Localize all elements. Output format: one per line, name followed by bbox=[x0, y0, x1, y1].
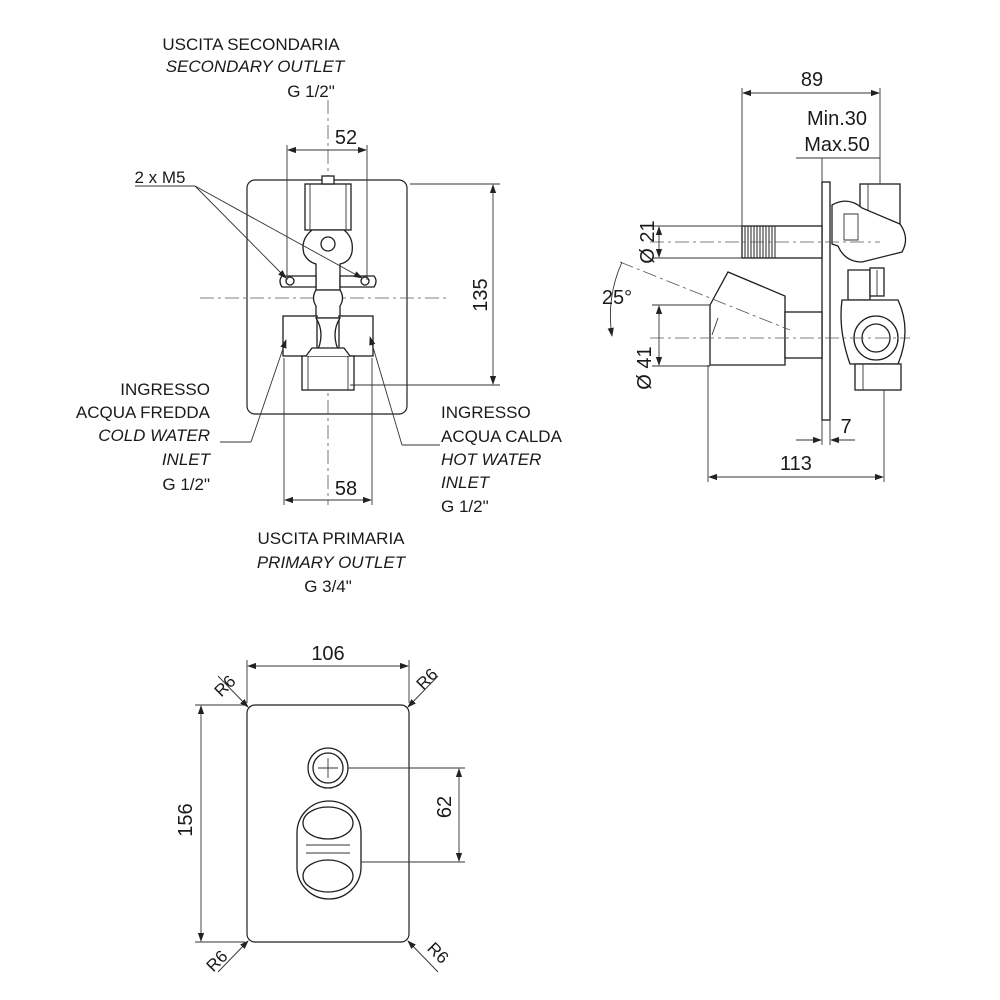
svg-text:Max.50: Max.50 bbox=[804, 134, 870, 156]
dimension-113: 113 bbox=[707, 365, 885, 482]
dimension-89: 89 bbox=[741, 69, 881, 226]
svg-text:USCITA PRIMARIA: USCITA PRIMARIA bbox=[257, 529, 405, 548]
svg-text:R6: R6 bbox=[423, 939, 452, 968]
hot-inlet-callout: INGRESSO ACQUA CALDA HOT WATER INLET G 1… bbox=[369, 336, 563, 516]
svg-text:113: 113 bbox=[780, 453, 812, 475]
svg-text:G 3/4": G 3/4" bbox=[304, 577, 352, 596]
dimension-52: 52 bbox=[286, 127, 368, 280]
screws-callout: 2 x M5 bbox=[134, 168, 363, 279]
svg-text:G 1/2": G 1/2" bbox=[441, 497, 489, 516]
diverter-button bbox=[307, 747, 349, 789]
dimension-135: 135 bbox=[350, 183, 500, 386]
svg-text:2 x M5: 2 x M5 bbox=[134, 168, 185, 187]
cold-inlet-callout: INGRESSO ACQUA FREDDA COLD WATER INLET G… bbox=[76, 339, 287, 494]
svg-text:R6: R6 bbox=[413, 665, 442, 694]
svg-text:Min.30: Min.30 bbox=[807, 108, 867, 130]
svg-text:58: 58 bbox=[335, 478, 357, 500]
primary-outlet-label: USCITA PRIMARIA PRIMARY OUTLET G 3/4" bbox=[257, 529, 407, 596]
svg-text:25°: 25° bbox=[602, 287, 632, 309]
svg-text:INGRESSO: INGRESSO bbox=[120, 380, 210, 399]
min-max-dimension: Min.30 Max.50 bbox=[796, 108, 880, 182]
dimension-156: 156 bbox=[175, 704, 245, 943]
svg-text:SECONDARY OUTLET: SECONDARY OUTLET bbox=[166, 57, 346, 76]
dimension-106: 106 bbox=[246, 643, 410, 703]
side-view: 89 Min.30 Max.50 Ø 21 25° Ø 41 bbox=[602, 69, 910, 482]
side-angle-axis bbox=[619, 261, 791, 331]
svg-text:INGRESSO: INGRESSO bbox=[441, 403, 531, 422]
svg-text:G 1/2": G 1/2" bbox=[162, 475, 210, 494]
svg-text:106: 106 bbox=[311, 643, 344, 665]
svg-text:7: 7 bbox=[840, 416, 851, 438]
svg-text:135: 135 bbox=[470, 278, 492, 311]
side-handle bbox=[709, 271, 786, 366]
secondary-outlet-label: USCITA SECONDARIA SECONDARY OUTLET G 1/2… bbox=[162, 35, 346, 101]
dimension-7: 7 bbox=[796, 416, 855, 445]
svg-text:G 1/2": G 1/2" bbox=[287, 82, 335, 101]
svg-text:HOT WATER: HOT WATER bbox=[441, 450, 541, 469]
svg-text:Ø 21: Ø 21 bbox=[637, 220, 659, 263]
svg-text:PRIMARY OUTLET: PRIMARY OUTLET bbox=[257, 553, 407, 572]
svg-text:INLET: INLET bbox=[162, 450, 212, 469]
diameter-41: Ø 41 bbox=[634, 304, 710, 390]
svg-text:62: 62 bbox=[434, 796, 456, 818]
svg-text:89: 89 bbox=[801, 69, 823, 91]
upper-valve-port bbox=[320, 236, 336, 252]
secondary-outlet-fitting bbox=[304, 175, 352, 231]
dimension-62: 62 bbox=[348, 767, 465, 863]
finish-plate bbox=[246, 704, 410, 943]
plate-view: 106 156 62 R6 R6 R6 R6 bbox=[175, 643, 465, 976]
mixer-knob bbox=[296, 800, 362, 900]
svg-text:156: 156 bbox=[175, 803, 197, 836]
valve-neck bbox=[312, 289, 344, 319]
svg-text:Ø 41: Ø 41 bbox=[634, 346, 656, 389]
diameter-21: Ø 21 bbox=[637, 220, 742, 264]
angle-25: 25° bbox=[602, 261, 632, 337]
svg-text:52: 52 bbox=[335, 127, 357, 149]
svg-text:COLD WATER: COLD WATER bbox=[98, 426, 210, 445]
primary-outlet-fitting bbox=[301, 347, 355, 391]
front-view: USCITA SECONDARIA SECONDARY OUTLET G 1/2… bbox=[76, 35, 563, 596]
svg-text:R6: R6 bbox=[211, 672, 240, 701]
svg-text:INLET: INLET bbox=[441, 473, 491, 492]
side-wall-plate bbox=[821, 181, 831, 421]
svg-text:ACQUA CALDA: ACQUA CALDA bbox=[441, 427, 563, 446]
side-valve-body bbox=[831, 183, 907, 391]
svg-text:USCITA SECONDARIA: USCITA SECONDARIA bbox=[162, 35, 340, 54]
side-handle-shaft bbox=[784, 311, 823, 359]
svg-text:R6: R6 bbox=[203, 947, 232, 976]
dimension-58: 58 bbox=[283, 358, 373, 505]
svg-text:ACQUA FREDDA: ACQUA FREDDA bbox=[76, 403, 211, 422]
